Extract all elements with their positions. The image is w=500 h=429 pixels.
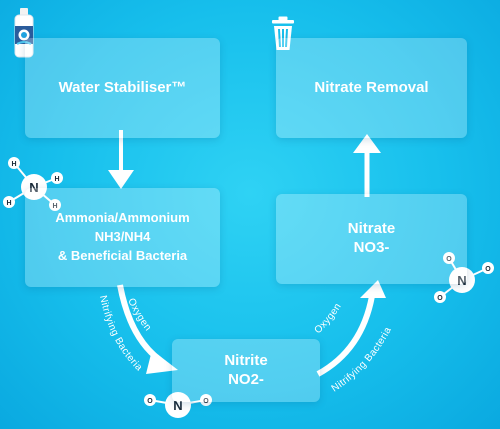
svg-text:O: O (203, 398, 209, 405)
bottle-icon (14, 8, 34, 58)
water-stabiliser-box: Water Stabiliser™ (25, 38, 220, 138)
label-oxygen-right: Oxygen (312, 301, 343, 336)
svg-text:O: O (485, 266, 491, 273)
arrow-water-to-ammonia (108, 130, 134, 189)
ammonia-molecule-icon: H H H H N (3, 157, 63, 211)
nitrate-removal-label: Nitrate Removal (314, 78, 429, 96)
nitrate-title: Nitrate (347, 220, 396, 238)
trash-icon (272, 16, 294, 50)
ammonia-bacteria-label: & Beneficial Bacteria (57, 247, 188, 263)
nitrite-formula: NO2- (228, 370, 264, 388)
svg-text:H: H (52, 203, 57, 210)
svg-text:H: H (11, 161, 16, 168)
nitrite-title: Nitrite (224, 351, 268, 369)
svg-text:N: N (173, 398, 182, 413)
nitrate-box: Nitrate NO3- (276, 194, 467, 284)
svg-text:H: H (54, 176, 59, 183)
nitrite-molecule-icon: O O N (144, 392, 212, 418)
nitrate-formula: NO3- (353, 239, 390, 256)
arrow-ammonia-to-nitrite (117, 284, 178, 374)
water-stabiliser-label: Water Stabiliser™ (58, 78, 187, 96)
arrow-nitrite-to-nitrate (316, 280, 386, 377)
svg-text:O: O (446, 256, 452, 263)
svg-text:O: O (147, 398, 153, 405)
arrow-nitrate-to-removal (353, 134, 381, 197)
svg-text:N: N (457, 273, 466, 288)
nitrate-removal-box: Nitrate Removal (276, 38, 467, 138)
ammonia-title: Ammonia/Ammonium (55, 210, 190, 226)
ammonia-box: Ammonia/Ammonium NH3/NH4 & Beneficial Ba… (25, 188, 220, 287)
svg-text:O: O (437, 295, 443, 302)
nitrate-molecule-icon: O O O N (434, 252, 494, 303)
nitrite-box: Nitrite NO2- (172, 339, 320, 402)
ammonia-formula: NH3/NH4 (94, 229, 151, 245)
svg-text:H: H (6, 200, 11, 207)
svg-text:N: N (29, 180, 38, 195)
